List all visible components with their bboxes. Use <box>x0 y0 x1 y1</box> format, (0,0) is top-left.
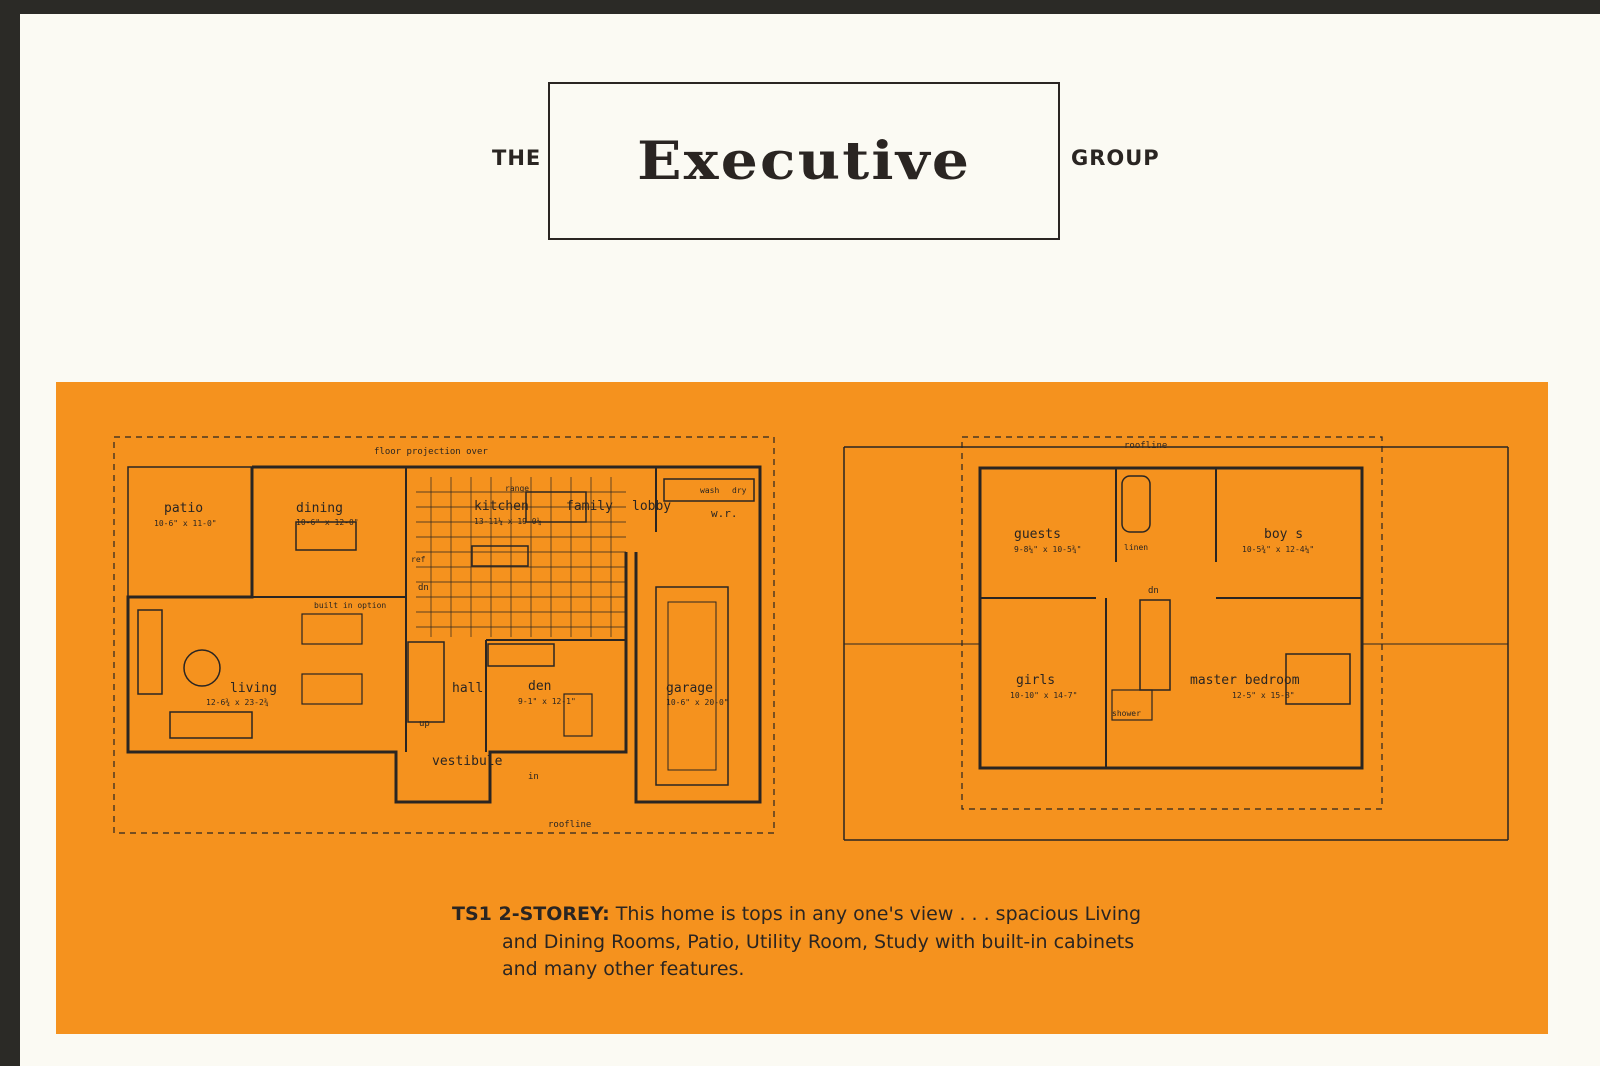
ground-stair <box>407 641 445 723</box>
room-size: 12-6¾ x 23-2¾ <box>206 698 269 707</box>
note-upper-dn: dn <box>1148 586 1159 596</box>
room-size: 10-6" x 20-0" <box>666 698 729 707</box>
upper-room-labels: guests 9-8¼" x 10-5¾" boy s 10-5¾" x 12-… <box>1010 527 1314 700</box>
room-name: kitchen <box>474 499 529 514</box>
fixture-range: range <box>505 484 529 493</box>
note-floor-projection: floor projection over <box>374 447 488 457</box>
header-prefix: THE <box>492 146 542 170</box>
room-size: 10-10" x 14-7" <box>1010 691 1077 700</box>
note-linen: linen <box>1124 543 1148 552</box>
room-name: living <box>230 681 277 696</box>
note-upper-roofline: roofline <box>1124 441 1167 451</box>
room-size: 10-6" x 12-0" <box>296 518 359 527</box>
room-name: guests <box>1014 527 1061 542</box>
room-name: master bedroom <box>1190 673 1300 688</box>
garage-car-roof <box>667 601 717 771</box>
dining-table <box>295 521 357 551</box>
header-title-box: Executive <box>548 82 1060 240</box>
family-table <box>525 491 587 523</box>
room-size: 9-1" x 12-1" <box>518 697 576 706</box>
room-size: 9-8¼" x 10-5¾" <box>1014 545 1081 554</box>
room-size: 13-11¼ x 19-0¼ <box>474 517 542 526</box>
upper-floor-plan <box>843 436 1509 841</box>
fixture-wr: w.r. <box>711 507 738 520</box>
ground-exterior-wall-east <box>252 465 762 804</box>
den-desk <box>563 693 593 737</box>
upper-roofline <box>961 436 1383 810</box>
note-in: in <box>528 772 539 782</box>
caption-lead: TS1 2-STOREY: <box>452 903 610 925</box>
garage-car <box>655 586 729 786</box>
upper-notes: roofline dn linen shower <box>1112 441 1167 718</box>
master-bed <box>1285 653 1351 705</box>
kitchen-island <box>471 545 529 567</box>
room-name: girls <box>1016 673 1055 688</box>
built-in-seat <box>301 613 363 645</box>
kitchen-tile-grid <box>416 477 626 637</box>
note-built-in-option: built in option <box>314 601 386 610</box>
ground-roofline <box>113 436 775 834</box>
note-ground-roofline: roofline <box>548 820 591 830</box>
room-name: family <box>566 499 613 514</box>
room-name: boy s <box>1264 527 1303 542</box>
room-name: lobby <box>632 499 671 514</box>
note-shower: shower <box>1112 709 1141 718</box>
room-size: 10-5¾" x 12-4¼" <box>1242 545 1314 554</box>
ground-room-labels: patio 10-6" x 11-0" dining 10-6" x 12-0"… <box>154 499 729 769</box>
upper-exterior-wall <box>978 466 1364 770</box>
room-name: garage <box>666 681 713 696</box>
orange-plan-panel: floor projection over roofline up in dn … <box>56 382 1548 1034</box>
room-size: 12-5" x 15-8" <box>1232 691 1295 700</box>
floor-plans: floor projection over roofline up in dn … <box>113 436 1509 841</box>
header-suffix: GROUP <box>1071 146 1160 170</box>
room-name: vestibule <box>432 754 503 769</box>
fixture-ref: ref <box>411 555 426 564</box>
patio-outline <box>127 466 253 598</box>
note-dn: dn <box>418 583 429 593</box>
ground-notes: floor projection over roofline up in dn … <box>314 447 747 830</box>
living-rug <box>183 649 221 687</box>
fixture-wash: wash <box>700 486 719 495</box>
room-name: dining <box>296 501 343 516</box>
caption-text: This home is tops in any one's view . . … <box>502 903 1142 980</box>
den-sofa <box>487 643 555 667</box>
bathtub <box>1121 475 1151 533</box>
ground-floor-plan <box>113 436 775 834</box>
room-size: 10-6" x 11-0" <box>154 519 217 528</box>
built-in-seat <box>301 673 363 705</box>
brochure-page: THE Executive GROUP <box>20 14 1600 1066</box>
living-sofa <box>137 609 163 695</box>
ground-exterior-wall <box>126 467 628 804</box>
plan-caption: TS1 2-STOREY: This home is tops in any o… <box>452 901 1152 984</box>
note-up: up <box>419 719 430 729</box>
room-name: patio <box>164 501 203 516</box>
room-name: den <box>528 679 551 694</box>
upper-stair <box>1139 599 1171 691</box>
living-sofa-2 <box>169 711 253 739</box>
shower <box>1111 689 1153 721</box>
room-name: hall <box>452 681 483 696</box>
fixture-dry: dry <box>732 486 747 495</box>
header-title: Executive <box>636 130 972 192</box>
laundry-counter <box>663 478 755 502</box>
